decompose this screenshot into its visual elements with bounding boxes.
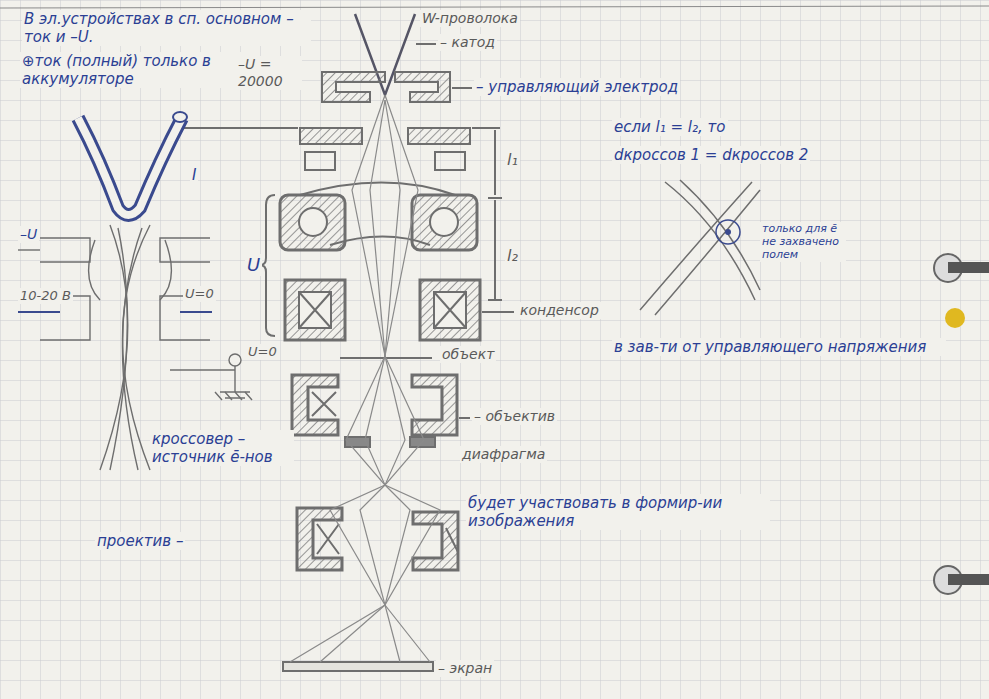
crossover-sketch xyxy=(640,180,760,315)
note-label: U=0 xyxy=(246,344,279,360)
note-label: –U = 20000 xyxy=(236,56,302,90)
note-label: – управляющий электрод xyxy=(474,78,680,96)
note-label: будет участвовать в формир-ии изображени… xyxy=(466,494,770,530)
note-label: конденсор xyxy=(518,302,601,319)
note-label: проектив – xyxy=(95,532,185,550)
binder-ring xyxy=(934,254,989,594)
note-label: только для ē не захвачено полем xyxy=(760,222,846,262)
note-label: В эл.устройствах в сп. основном – ток и … xyxy=(22,10,311,46)
note-label: диафрагма xyxy=(460,446,547,463)
note-label: – объектив xyxy=(472,408,557,425)
note-label: – экран xyxy=(436,660,494,677)
note-label: –U xyxy=(18,226,39,243)
note-label: dкроссов 1 = dкроссов 2 xyxy=(612,146,810,164)
note-label: 10-20 В xyxy=(18,288,73,304)
note-label: – катод xyxy=(438,34,497,51)
note-label: U=0 xyxy=(183,286,216,302)
note-label: l₂ xyxy=(505,246,520,265)
note-label: объект xyxy=(440,346,496,363)
column-drawing xyxy=(182,14,514,671)
note-label: U xyxy=(245,254,262,276)
note-label: I xyxy=(190,166,198,184)
cathode-sketch xyxy=(18,112,252,470)
note-label: если l₁ = l₂, то xyxy=(612,118,728,136)
note-label: кроссовер – источник ē-нов xyxy=(150,430,294,466)
note-label: ⊕ток (полный) только в аккумуляторе xyxy=(20,52,259,88)
note-label: l₁ xyxy=(505,150,520,169)
note-label: в зав-ти от управляющего напряжения xyxy=(612,338,946,356)
note-label: W-проволока xyxy=(420,10,520,27)
